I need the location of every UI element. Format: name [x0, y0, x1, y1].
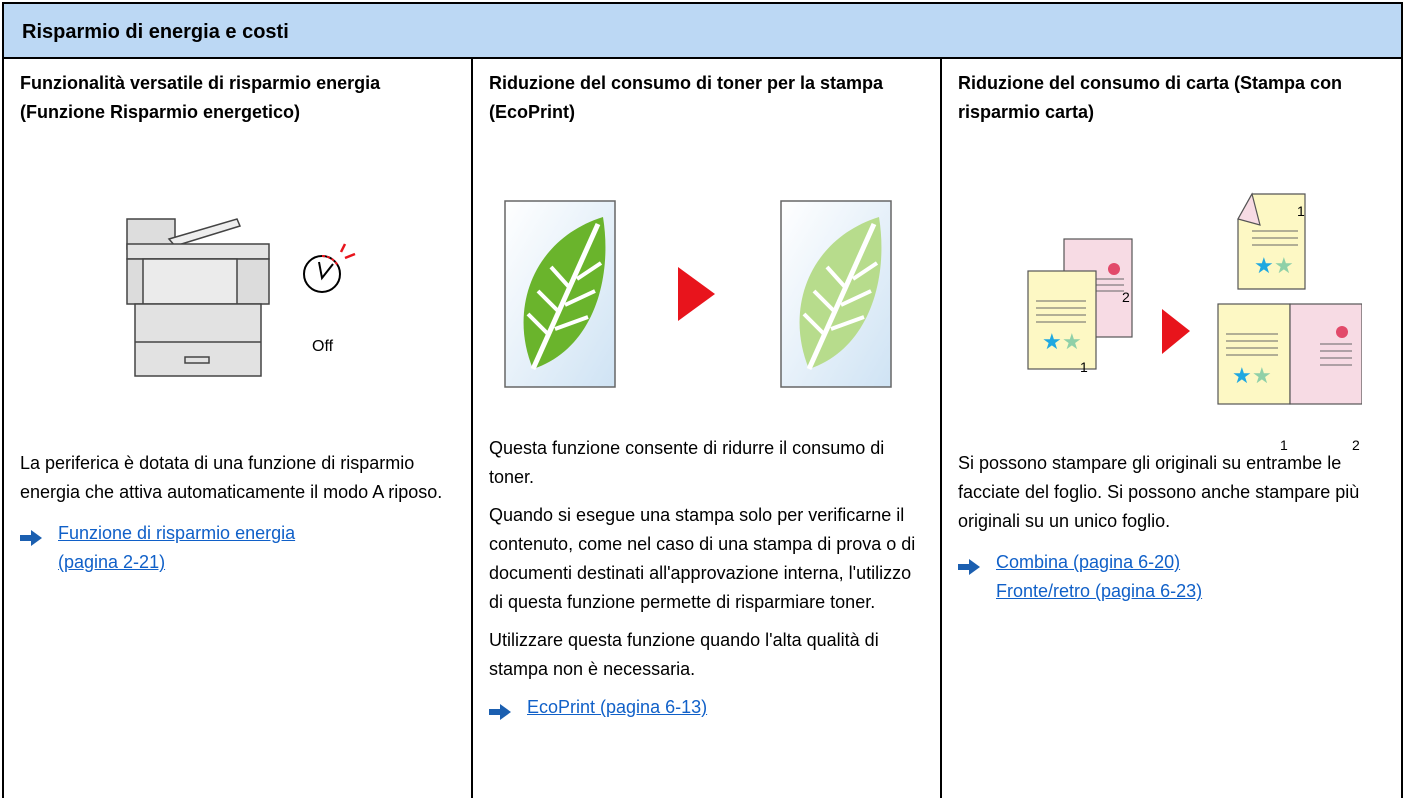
- column-title: Riduzione del consumo di toner per la st…: [489, 73, 884, 122]
- link-row: Combina (pagina 6-20) Fronte/retro (pagi…: [958, 548, 1388, 606]
- page-number: 1: [1280, 437, 1288, 453]
- column-title: Funzionalità versatile di risparmio ener…: [20, 73, 381, 122]
- link-energy-saving[interactable]: Funzione di risparmio energia (pagina 2-…: [58, 523, 296, 572]
- duplex-combine-pages-icon: ★ ★ ★ ★ ★ ★ 1 2 1 1: [1002, 189, 1363, 453]
- column-body: La periferica è dotata di una funzione d…: [20, 449, 460, 577]
- arrow-right-icon: [489, 693, 527, 729]
- column-paragraph: Utilizzare questa funzione quando l'alta…: [489, 630, 879, 679]
- column-paragraph: Questa funzione consente di ridurre il c…: [489, 438, 885, 487]
- page-number: 2: [1122, 289, 1130, 305]
- page-number: 2: [1352, 437, 1360, 453]
- link-combine[interactable]: Combina (pagina 6-20): [996, 552, 1181, 572]
- section-title: Risparmio di energia e costi: [22, 21, 289, 43]
- column-body: Si possono stampare gli originali su ent…: [958, 449, 1388, 606]
- link-row: Funzione di risparmio energia (pagina 2-…: [20, 519, 460, 577]
- svg-text:★: ★: [1232, 364, 1252, 389]
- section-header: Risparmio di energia e costi: [4, 4, 1401, 59]
- svg-text:★: ★: [1252, 364, 1272, 389]
- column-paragraph: Si possono stampare gli originali su ent…: [958, 453, 1360, 531]
- column-paper-saving: Riduzione del consumo di carta (Stampa c…: [942, 59, 1405, 798]
- leaf-ecoprint-icon: [503, 199, 923, 394]
- column-paragraph: Quando si esegue una stampa solo per ver…: [489, 505, 916, 612]
- column-ecoprint: Riduzione del consumo di toner per la st…: [473, 59, 942, 798]
- off-label: Off: [312, 338, 334, 355]
- page-number: 1: [1297, 203, 1305, 219]
- svg-text:★: ★: [1042, 330, 1062, 355]
- column-body: Questa funzione consente di ridurre il c…: [489, 434, 929, 729]
- svg-text:★: ★: [1254, 254, 1274, 279]
- arrow-right-icon: [958, 548, 996, 584]
- svg-text:★: ★: [1062, 330, 1082, 355]
- printer-sleep-timer-icon: Off: [119, 214, 379, 384]
- link-duplex[interactable]: Fronte/retro (pagina 6-23): [996, 581, 1203, 601]
- column-energy-saving: Funzionalità versatile di risparmio ener…: [4, 59, 473, 798]
- link-row: EcoPrint (pagina 6-13): [489, 693, 929, 729]
- column-title: Riduzione del consumo di carta (Stampa c…: [958, 73, 1343, 122]
- column-paragraph: La periferica è dotata di una funzione d…: [20, 453, 443, 502]
- link-ecoprint[interactable]: EcoPrint (pagina 6-13): [527, 697, 708, 717]
- svg-text:★: ★: [1274, 254, 1294, 279]
- page-number: 1: [1080, 359, 1088, 375]
- arrow-right-icon: [20, 519, 58, 555]
